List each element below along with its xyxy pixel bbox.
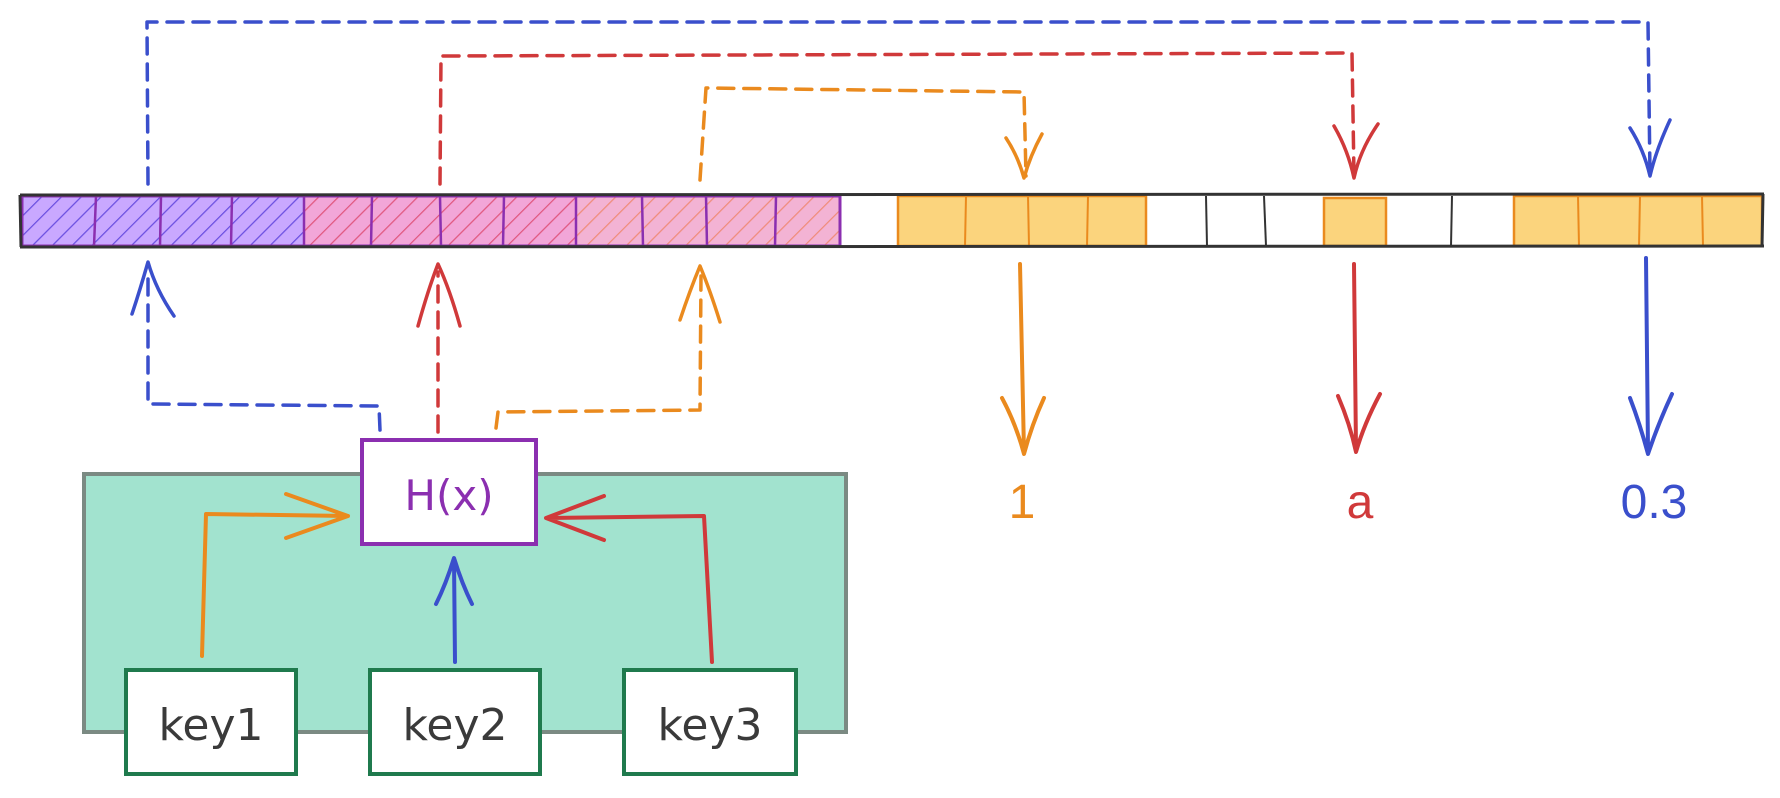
blue-up-arrowhead	[130, 260, 176, 318]
hash-function-box	[360, 438, 538, 546]
value-slot-middle	[1322, 196, 1388, 248]
key2-to-hash-arrow	[434, 556, 474, 664]
blue-down-arrowhead	[1628, 118, 1672, 178]
key2-box	[368, 668, 542, 776]
value-label-a: a	[1347, 476, 1374, 529]
blue-value-arrow	[1628, 256, 1674, 456]
orange-up-arrowhead	[678, 264, 722, 324]
orange-down-arrowhead	[1004, 132, 1044, 180]
orange-hash-path	[494, 274, 703, 430]
key3-to-hash-arrow	[544, 494, 714, 664]
value-label-1: 1	[1009, 476, 1036, 529]
key1-box	[124, 668, 298, 776]
key3-label: key3	[657, 700, 762, 751]
value-label-0-3: 0.3	[1621, 476, 1688, 529]
index-slots-blue	[22, 196, 304, 246]
value-slots-group-2	[1512, 194, 1764, 248]
red-up-arrowhead	[416, 262, 462, 328]
orange-value-arrow	[1000, 262, 1046, 456]
key1-label: key1	[158, 700, 263, 751]
blue-hash-path	[146, 268, 382, 432]
empty-slot-dividers	[1205, 195, 1453, 247]
hash-function-label: H(x)	[404, 471, 493, 520]
array-top-rail	[19, 192, 1765, 197]
key1-to-hash-arrow	[200, 492, 350, 658]
key3-box	[622, 668, 798, 776]
key2-label: key2	[402, 700, 507, 751]
red-value-arrow	[1336, 262, 1382, 454]
index-slot-dividers	[92, 195, 778, 247]
orange-pointer-path	[698, 86, 1028, 182]
red-down-arrowhead	[1332, 122, 1380, 180]
value-slots-group-1	[896, 194, 1148, 248]
value-region	[896, 194, 1764, 248]
memory-array	[18, 192, 1765, 249]
blue-pointer-path	[145, 20, 1652, 186]
red-pointer-path	[438, 51, 1356, 186]
array-bottom-rail	[19, 244, 1765, 249]
